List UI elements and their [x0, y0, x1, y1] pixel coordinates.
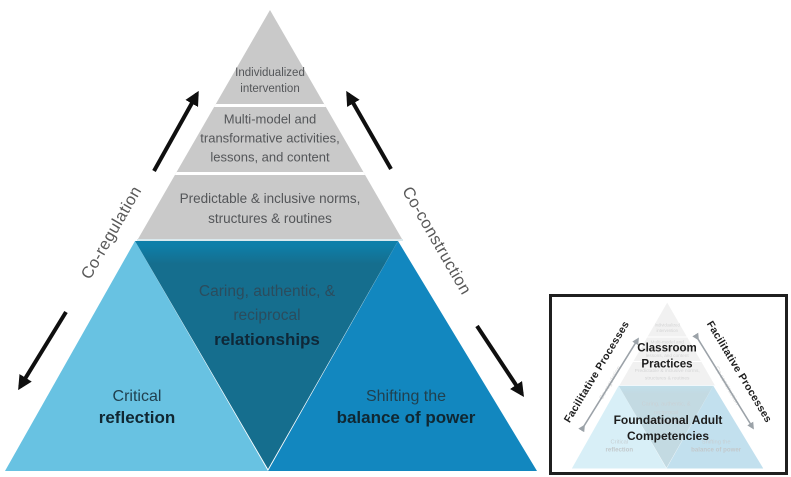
text-line: Multi-model and: [223, 111, 317, 127]
section-divider: [138, 104, 402, 107]
section-divider: [138, 172, 402, 175]
text-line: Predictable & inclusive norms,: [634, 367, 700, 374]
text-line: Caring, authentic, &: [641, 400, 691, 407]
text-line: Critical: [112, 388, 162, 405]
balance-of-power-label: Shifting the balance of power: [337, 386, 476, 428]
critical-reflection-label: Critical reflection: [99, 386, 176, 428]
text-line: structures & routines: [644, 374, 690, 381]
text-line: Predictable & inclusive norms,: [179, 191, 361, 206]
relationships-label: Caring, authentic, & reciprocal relation…: [642, 400, 691, 426]
text-line: Shifting the: [365, 388, 447, 405]
text-line: lessons, and content: [210, 149, 330, 165]
text-line: Individualized: [235, 67, 305, 79]
text-line-bold: relationships: [214, 330, 320, 349]
text-line: Critical: [610, 438, 629, 445]
text-line: reciprocal: [654, 409, 679, 416]
text-line: Multi-model and: [650, 339, 684, 345]
text-line-bold: reflection: [98, 408, 176, 427]
section-predictable-norms-label: Predictable & inclusive norms, structure…: [635, 367, 700, 381]
balance-of-power-label: Shifting the balance of power: [691, 438, 741, 453]
text-line: Individualized: [654, 323, 680, 328]
text-line: Shifting the: [701, 438, 731, 445]
foundational-adult-competencies-label: Foundational Adult Competencies: [613, 412, 723, 443]
text-line: structures & routines: [208, 211, 332, 226]
text-line-bold: balance of power: [336, 408, 476, 427]
section-multimodel-label: Multi-model and transformative activitie…: [642, 338, 692, 359]
text-line: Caring, authentic, &: [198, 283, 336, 300]
gray-blue-divider-line: [619, 385, 716, 386]
text-line-bold: balance of power: [691, 445, 742, 453]
inset-overview-box: Individualized intervention Multi-model …: [549, 294, 788, 475]
text-line: transformative activities,: [642, 345, 693, 352]
section-predictable-norms-label: Predictable & inclusive norms, structure…: [180, 189, 361, 229]
critical-reflection-label: Critical reflection: [606, 438, 634, 453]
relationships-label: Caring, authentic, & reciprocal relation…: [199, 280, 335, 352]
text-line: intervention: [240, 83, 300, 95]
text-line: reciprocal: [233, 307, 301, 324]
text-line: transformative activities,: [200, 130, 340, 146]
section-multimodel-label: Multi-model and transformative activitie…: [200, 110, 339, 167]
text-line: lessons, and content: [645, 352, 689, 359]
gray-blue-divider-line: [137, 239, 403, 241]
section-individualized-intervention-label: Individualized intervention: [235, 65, 305, 97]
text-line-bold: relationships: [647, 417, 686, 425]
section-divider: [619, 336, 715, 338]
text-line-bold: reflection: [605, 445, 634, 453]
section-divider: [619, 360, 715, 362]
text-line: intervention: [656, 328, 678, 334]
section-individualized-intervention-label: Individualized intervention: [655, 322, 680, 334]
classroom-practices-label: Classroom Practices: [637, 342, 697, 370]
